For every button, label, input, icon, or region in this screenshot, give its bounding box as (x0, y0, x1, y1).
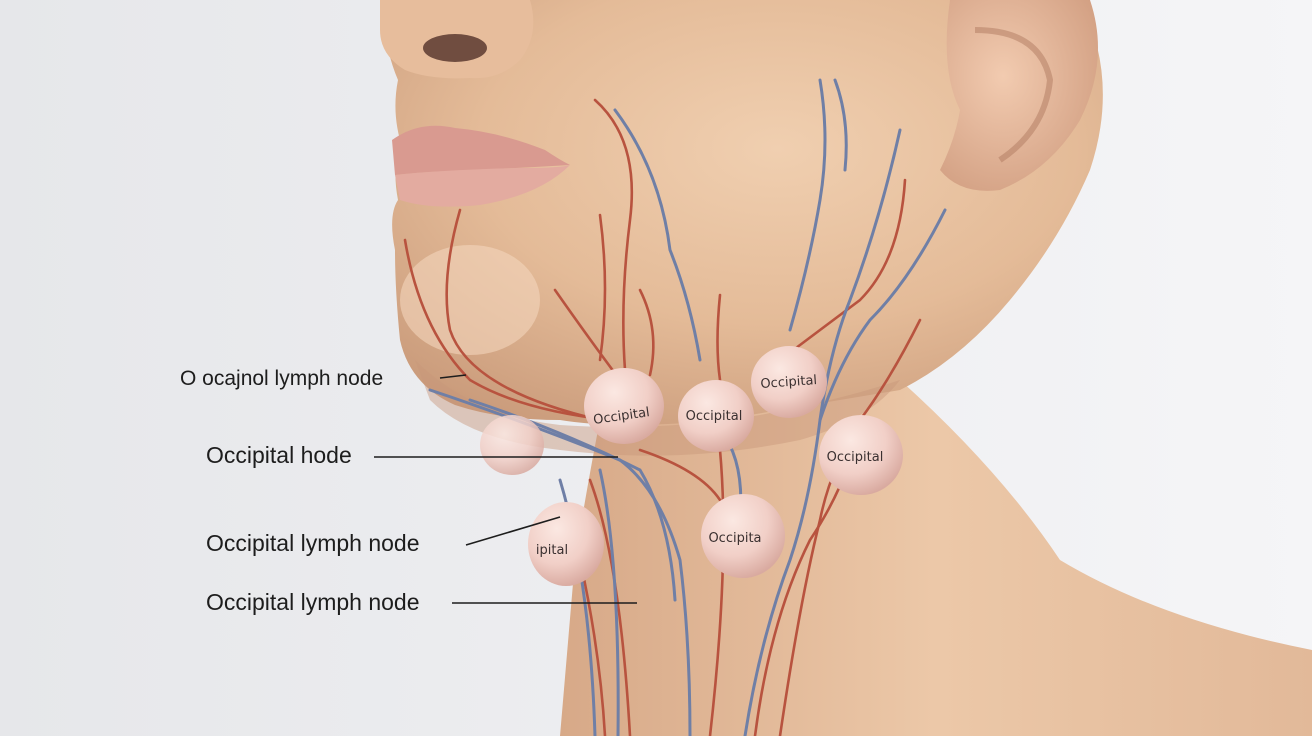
lymph-node-label: Occipita (708, 531, 761, 546)
nostril (423, 34, 487, 62)
neck-and-shoulder (560, 380, 1312, 736)
leader-line (465, 516, 561, 546)
ear (940, 0, 1098, 191)
callout-label: O ocajnol lymph node (180, 367, 384, 390)
lymph-node: Occipital (751, 346, 827, 418)
lymph-node-label: Occipital (760, 373, 818, 392)
leader-line (439, 374, 467, 379)
lymph-node: Occipital (819, 415, 903, 495)
lymph-node-label: Occipital (827, 450, 884, 465)
lymph-nodes: ipital Occipital Occipital Occipital Occ… (480, 346, 903, 586)
lower-lip (395, 165, 570, 207)
lymph-node-label: ipital (536, 543, 568, 558)
lymph-node: Occipital (678, 380, 754, 452)
callout-label: Occipital hode (206, 442, 352, 468)
upper-lip (392, 125, 570, 175)
lymph-node: Occipita (701, 494, 785, 578)
lymph-node (480, 415, 544, 475)
face (380, 0, 1103, 425)
lymph-node: ipital (528, 502, 604, 586)
callout-label: Occipital lymph node (206, 530, 420, 556)
chin-highlight (400, 245, 540, 355)
lymph-node-label: Occipital (686, 409, 743, 424)
callout-label: Occipital lymph node (206, 589, 420, 615)
lymph-node: Occipital (584, 368, 664, 444)
leader-lines (374, 374, 637, 604)
ear-fold (974, 27, 1054, 163)
